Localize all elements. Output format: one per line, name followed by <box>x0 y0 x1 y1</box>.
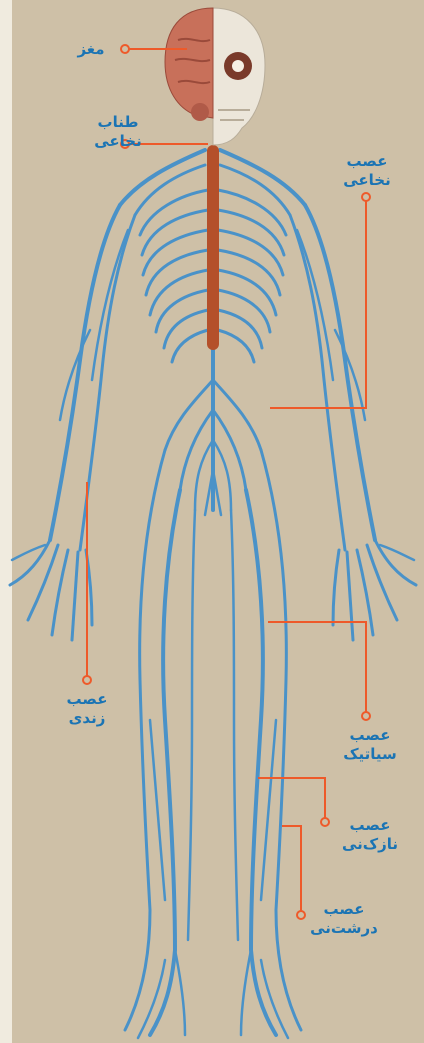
spinal-nerve-dot <box>362 193 370 201</box>
spinal-nerve-label-line1: عصب <box>335 152 399 171</box>
tibial-nerve-label-line1: عصب <box>302 900 386 919</box>
ulnar-nerve-label-line1: عصب <box>55 690 119 709</box>
brain-label: مغز <box>62 40 120 59</box>
sciatic-nerve-label: عصب سیاتیک <box>335 726 405 764</box>
ulnar-nerve-label-line2: زندی <box>55 709 119 728</box>
fibular-nerve-label-line2: نازک‌نی <box>330 835 410 854</box>
tibial-nerve-label: عصب درشت‌نی <box>302 900 386 938</box>
spinal-cord <box>207 145 219 350</box>
spinal-nerve-label-line2: نخاعی <box>335 171 399 190</box>
spinal-cord-label: طناب نخاعی <box>88 113 148 151</box>
spinal-cord-label-line1: طناب <box>88 113 148 132</box>
ulnar-nerve-label: عصب زندی <box>55 690 119 728</box>
tibial-nerve-label-line2: درشت‌نی <box>302 919 386 938</box>
fibular-nerve-dot <box>321 818 329 826</box>
fibular-nerve-label: عصب نازک‌نی <box>330 816 410 854</box>
left-strip <box>0 0 12 1043</box>
sciatic-nerve-dot <box>362 712 370 720</box>
spinal-nerve-label: عصب نخاعی <box>335 152 399 190</box>
sciatic-nerve-label-line1: عصب <box>335 726 405 745</box>
fibular-nerve-label-line1: عصب <box>330 816 410 835</box>
brain-label-line1: مغز <box>62 40 120 59</box>
brain-dot <box>121 45 129 53</box>
sciatic-nerve-label-line2: سیاتیک <box>335 745 405 764</box>
spinal-cord-label-line2: نخاعی <box>88 132 148 151</box>
ulnar-nerve-dot <box>83 676 91 684</box>
